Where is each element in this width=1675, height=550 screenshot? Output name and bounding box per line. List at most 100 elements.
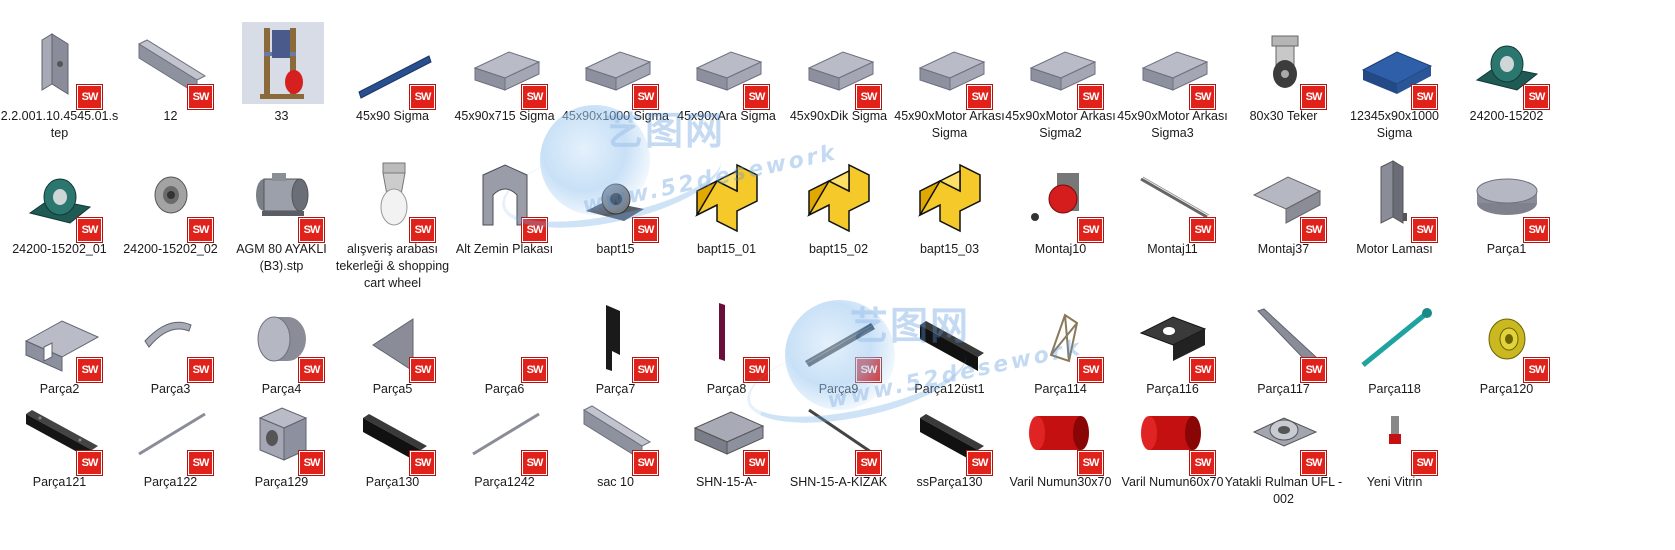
solidworks-badge-icon: SW [522,218,547,242]
solidworks-badge-icon: SW [299,451,324,475]
small-assembly-icon [1355,388,1437,470]
file-name: 45x90x1000 Sigma [561,109,670,123]
black-panel-icon [910,295,992,377]
solidworks-badge-icon: SW [77,358,102,382]
bearing-housing-icon [20,155,102,237]
file-name: 24200-15202 [1469,109,1544,123]
solidworks-badge-icon: SW [1301,451,1326,475]
file-name: SHN-15-A- [695,475,758,489]
black-panel-icon [353,388,435,470]
solidworks-badge-icon: SW [633,451,658,475]
solidworks-badge-icon: SW [1524,85,1549,109]
solidworks-badge-icon: SW [188,451,213,475]
file-name: Montaj37 [1257,242,1310,256]
solidworks-badge-icon: SW [1412,218,1437,242]
solidworks-badge-icon: SW [967,85,992,109]
solidworks-badge-icon: SW [1078,358,1103,382]
caster-wheel-icon [1244,22,1326,104]
flange-part-icon [1467,295,1549,377]
file-name: Yatakli Rulman UFL - 002 [1224,475,1343,506]
bracket-part-icon [20,22,102,104]
file-name: alışveriş arabası tekerleği & shopping c… [335,242,450,290]
solidworks-badge-icon: SW [1412,85,1437,109]
sheet-assembly-icon [1244,155,1326,237]
file-name: ssParça130 [916,475,983,489]
file-name: Parça12üst1 [914,382,985,396]
solidworks-badge-icon: SW [410,451,435,475]
file-name: 45x90xDik Sigma [789,109,888,123]
solidworks-badge-icon: SW [188,218,213,242]
plate-part-icon [576,388,658,470]
solidworks-badge-icon: SW [522,358,547,382]
file-name: 12 [163,109,178,123]
file-name: Alt Zemin Plakası [455,242,554,256]
file-name: 45x90xAra Sigma [677,109,776,123]
file-name: Parça129 [254,475,309,489]
file-name: bapt15 [596,242,635,256]
block-part-icon [910,22,992,104]
linear-guide-icon [687,388,769,470]
file-name: bapt15_02 [808,242,869,256]
solidworks-badge-icon: SW [1078,218,1103,242]
file-name: 12345x90x1000 Sigma [1350,109,1439,140]
solidworks-badge-icon: SW [299,218,324,242]
solidworks-badge-icon: SW [633,85,658,109]
solidworks-badge-icon: SW [188,85,213,109]
black-bar-holes-icon [20,388,102,470]
file-name: Montaj10 [1034,242,1087,256]
file-name: Parça120 [1479,382,1534,396]
wedge-plate-icon [1244,295,1326,377]
file-name: Parça116 [1146,382,1199,396]
file-name: Parça1 [1486,242,1527,256]
assembly-preview-icon [242,22,324,104]
red-barrel-icon [1133,388,1215,470]
file-name: Parça114 [1034,382,1087,396]
file-name: Varil Numun60x70 [1121,475,1224,489]
dark-bracket-icon [1133,295,1215,377]
file-name: 24200-15202_01 [12,242,107,256]
channel-part-icon [20,295,102,377]
solidworks-badge-icon: SW [1301,85,1326,109]
file-name: Montaj11 [1147,242,1198,256]
red-motor-assembly-icon [1021,155,1103,237]
file-name: Parça117 [1257,382,1310,396]
file-name: bapt15_03 [919,242,980,256]
solidworks-badge-icon: SW [967,451,992,475]
solidworks-badge-icon: SW [410,85,435,109]
thin-rod-icon [465,388,547,470]
teal-shaft-icon [1355,295,1437,377]
curved-sheet-icon [131,295,213,377]
flange-bearing-icon [1244,388,1326,470]
solidworks-badge-icon: SW [1301,218,1326,242]
blue-profile-icon [353,22,435,104]
file-name: 45x90xMotor Arkası Sigma [894,109,1005,140]
frame-part-icon [1021,295,1103,377]
motor-icon [242,155,324,237]
solidworks-badge-icon: SW [522,85,547,109]
file-name: 45x90x715 Sigma [454,109,555,123]
file-name: Parça7 [595,382,636,396]
file-name: 2.2.001.10.4545.01.step [0,109,119,140]
file-name: Motor Laması [1356,242,1433,256]
black-plate-icon [576,295,658,377]
rail-rod-icon [799,388,881,470]
file-name: Varil Numun30x70 [1009,475,1112,489]
solidworks-badge-icon: SW [1412,451,1437,475]
solidworks-badge-icon: SW [1190,451,1215,475]
rod-assembly-icon [1133,155,1215,237]
solidworks-badge-icon: SW [410,218,435,242]
file-name: 45x90xMotor Arkası Sigma3 [1117,109,1228,140]
solidworks-badge-icon: SW [633,358,658,382]
black-panel-icon [910,388,992,470]
file-name: Parça6 [484,382,525,396]
block-part-icon [1021,22,1103,104]
yellow-block-icon [799,155,881,237]
solidworks-badge-icon: SW [856,451,881,475]
file-name: sac 10 [597,475,634,489]
cylinder-part-icon [242,295,324,377]
thin-rod-icon [131,388,213,470]
file-name: SHN-15-A-KIZAK [789,475,888,489]
file-name: Parça2 [39,382,80,396]
solidworks-badge-icon: SW [1524,358,1549,382]
solidworks-badge-icon: SW [77,451,102,475]
